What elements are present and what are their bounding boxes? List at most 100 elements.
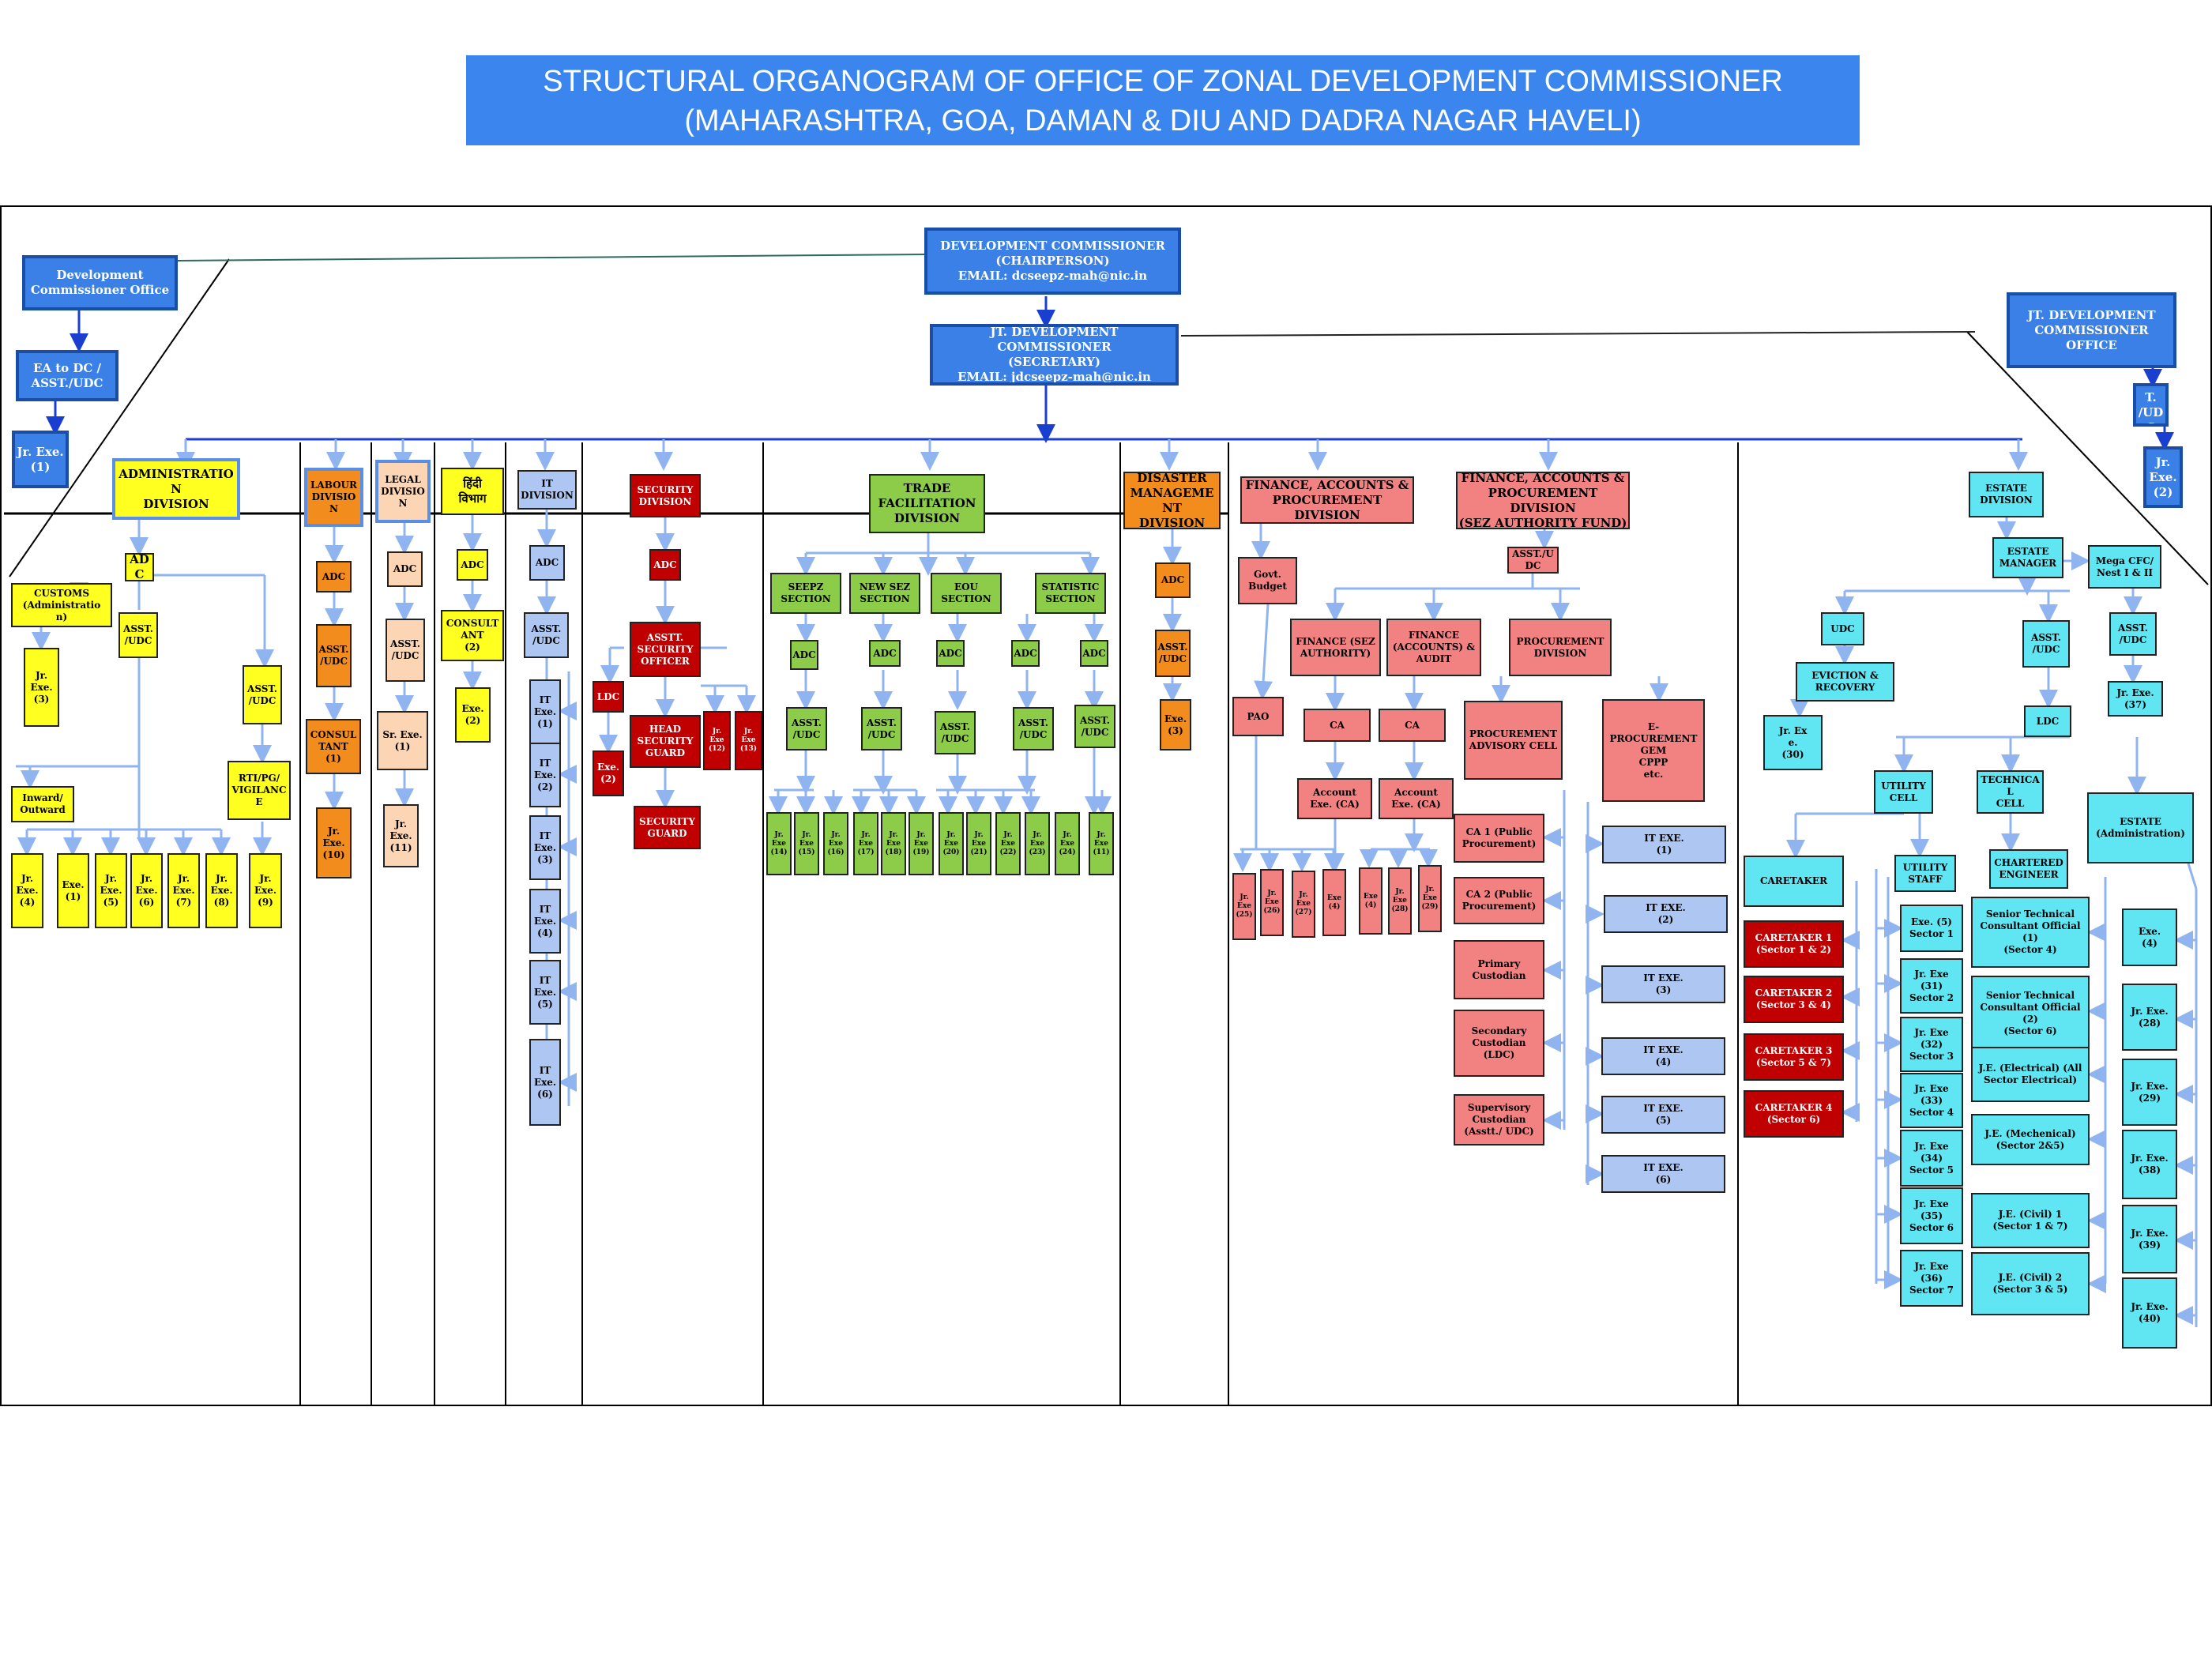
security-jr12: Jr. Exe (12): [703, 711, 731, 770]
admin-row-3: Jr. Exe. (6): [130, 853, 163, 928]
tech-item-1: Senior Technical Consultant Official (2)…: [1971, 976, 2090, 1051]
trade-adc-2: ADC: [936, 640, 965, 667]
fin-left-1: Jr. Exe (26): [1260, 869, 1284, 936]
utility-item-5: Jr. Exe (35) Sector 6: [1900, 1187, 1963, 1244]
connector-line: [177, 254, 925, 261]
trade-jr-3: Jr. Exe (17): [853, 812, 878, 875]
admin-item-0: Exe. (4): [2122, 908, 2177, 966]
hindi-adc: ADC: [457, 549, 488, 581]
mega-cfc: Mega CFC/ Nest I & II: [2088, 545, 2161, 589]
diagonal-line: [9, 258, 230, 577]
it-adc: ADC: [529, 545, 565, 581]
trade-adc-4: ADC: [1080, 640, 1108, 667]
proc-adv: PROCUREMENT ADVISORY CELL: [1464, 701, 1563, 780]
utility-item-3: Jr. Exe (33) Sector 4: [1900, 1073, 1963, 1128]
it-exe-fin-4: IT EXE. (5): [1601, 1096, 1725, 1134]
trade-jr-0: Jr. Exe (14): [766, 812, 792, 875]
trade-adc-0: ADC: [790, 640, 818, 670]
trade-division: TRADE FACILITATION DIVISION: [869, 474, 985, 533]
security-guard: SECURITY GUARD: [634, 806, 701, 849]
fin-left-0: Jr. Exe (25): [1232, 873, 1256, 940]
security-jr13: Jr. Exe (13): [735, 711, 762, 770]
caretaker-item-0: CARETAKER 1 (Sector 1 & 2): [1744, 920, 1844, 968]
ca-box-2: CA: [1379, 709, 1446, 742]
trade-asst-4: ASST. /UDC: [1074, 705, 1115, 748]
labour-adc: ADC: [316, 561, 352, 592]
trade-asst-1: ASST. /UDC: [861, 707, 902, 750]
fin-right-1: Jr. Exe (28): [1388, 867, 1412, 935]
disaster-asst: ASST. /UDC: [1155, 630, 1191, 677]
customs-jr-exe: Jr. Exe. (3): [24, 648, 59, 727]
connector-arrow: [1254, 604, 1273, 700]
admin-row-1: Exe. (1): [57, 853, 89, 928]
trade-adc-3: ADC: [1011, 640, 1040, 667]
security-aso: ASSTT. SECURITY OFFICER: [630, 622, 701, 677]
trade-jr-4: Jr. Exe (18): [881, 812, 906, 875]
caretaker-item-3: CARETAKER 4 (Sector 6): [1744, 1090, 1844, 1138]
trade-asst-3: ASST. /UDC: [1013, 707, 1054, 750]
caretaker-item-2: CARETAKER 3 (Sector 5 & 7): [1744, 1033, 1844, 1081]
jdc-asst-box: ASST. /UDC: [2133, 383, 2169, 427]
trade-jr-10: Jr. Exe (24): [1055, 812, 1080, 875]
utility-item-2: Jr. Exe (32) Sector 3: [1900, 1017, 1963, 1072]
trade-jr-8: Jr. Exe (22): [995, 812, 1021, 875]
it-asst: ASST. /UDC: [524, 612, 569, 658]
security-head-guard: HEAD SECURITY GUARD: [630, 715, 701, 768]
security-adc: ADC: [649, 549, 681, 581]
labour-division: LABOUR DIVISIO N: [304, 468, 363, 527]
jr30-box: Jr. Ex e. (30): [1763, 715, 1823, 770]
trade-jr-9: Jr. Exe (23): [1025, 812, 1050, 875]
caretaker-item-1: CARETAKER 2 (Sector 3 & 4): [1744, 976, 1844, 1023]
legal-sr: Sr. Exe. (1): [377, 711, 428, 770]
trade-jr-7: Jr. Exe (21): [966, 812, 991, 875]
legal-adc: ADC: [387, 551, 423, 587]
jdc-office-box: JT. DEVELOPMENT COMMISSIONER OFFICE: [2007, 292, 2176, 368]
admin-item-5: Jr. Exe. (40): [2122, 1277, 2177, 1349]
trade-jr-1: Jr. Exe (15): [794, 812, 819, 875]
tech-item-5: J.E. (Civil) 2 (Sector 3 & 5): [1971, 1252, 2090, 1315]
trade-jr-11: Jr. Exe (11): [1089, 812, 1114, 875]
estate-admin: ESTATE (Administration): [2087, 792, 2194, 863]
hindi-consultant: CONSULT ANT (2): [441, 610, 504, 661]
labour-jr: Jr. Exe. (10): [316, 807, 352, 878]
rti-box: RTI/PG/ VIGILANCE: [228, 761, 291, 820]
eproc-box: E- PROCUREMENT GEM CPPP etc.: [1602, 699, 1705, 802]
acct-exe-2: Account Exe. (CA): [1379, 778, 1454, 819]
trade-section-3: STATISTIC SECTION: [1035, 573, 1106, 614]
disaster-division: DISASTER MANAGEMENT DIVISION: [1123, 472, 1221, 529]
proc-item-4: Supervisory Custodian (Asstt./ UDC): [1454, 1094, 1544, 1146]
it-exe-fin-3: IT EXE. (4): [1601, 1037, 1725, 1075]
estate-division: ESTATE DIVISION: [1969, 472, 2044, 517]
technical-cell: TECHNICAL CELL: [1977, 770, 2044, 814]
admin-adc: ADC: [125, 553, 154, 581]
security-division: SECURITY DIVISION: [630, 474, 701, 517]
connector-line: [1180, 331, 1976, 337]
it-exe-4: IT Exe. (5): [529, 960, 561, 1025]
chartered-box: CHARTERED ENGINEER: [1989, 849, 2068, 889]
dc-office-box: Development Commissioner Office: [22, 255, 178, 310]
page-title: STRUCTURAL ORGANOGRAM OF OFFICE OF ZONAL…: [466, 55, 1860, 145]
legal-jr: Jr. Exe. (11): [383, 804, 419, 867]
utility-item-6: Jr. Exe (36) Sector 7: [1900, 1250, 1963, 1307]
admin-item-1: Jr. Exe. (28): [2122, 984, 2177, 1051]
admin-item-3: Jr. Exe. (38): [2122, 1130, 2177, 1199]
utility-cell: UTILITY CELL: [1874, 770, 1933, 814]
trade-jr-2: Jr. Exe (16): [823, 812, 848, 875]
tech-item-4: J.E. (Civil) 1 (Sector 1 & 7): [1971, 1193, 2090, 1248]
admin-item-4: Jr. Exe. (39): [2122, 1205, 2177, 1273]
trade-adc-1: ADC: [869, 640, 901, 667]
proc-item-1: CA 2 (Public Procurement): [1454, 877, 1544, 924]
disaster-adc: ADC: [1155, 562, 1191, 598]
admin-row-0: Jr. Exe. (4): [11, 853, 43, 928]
trade-jr-5: Jr. Exe (19): [908, 812, 934, 875]
trade-jr-6: Jr. Exe (20): [939, 812, 964, 875]
hindi-division: हिंदी विभाग: [441, 468, 504, 515]
it-exe-fin-1: IT EXE. (2): [1604, 895, 1728, 933]
estate-ldc: LDC: [2024, 705, 2071, 737]
jdc-jr-exe-box: Jr. Exe. (2): [2143, 446, 2183, 508]
caretaker-box: CARETAKER: [1744, 856, 1844, 907]
organogram-frame: [0, 205, 2212, 1406]
labour-asst: ASST. /UDC: [316, 624, 352, 687]
proc-item-3: Secondary Custodian (LDC): [1454, 1010, 1544, 1077]
finance-division-2: FINANCE, ACCOUNTS & PROCUREMENT DIVISION…: [1456, 472, 1630, 529]
